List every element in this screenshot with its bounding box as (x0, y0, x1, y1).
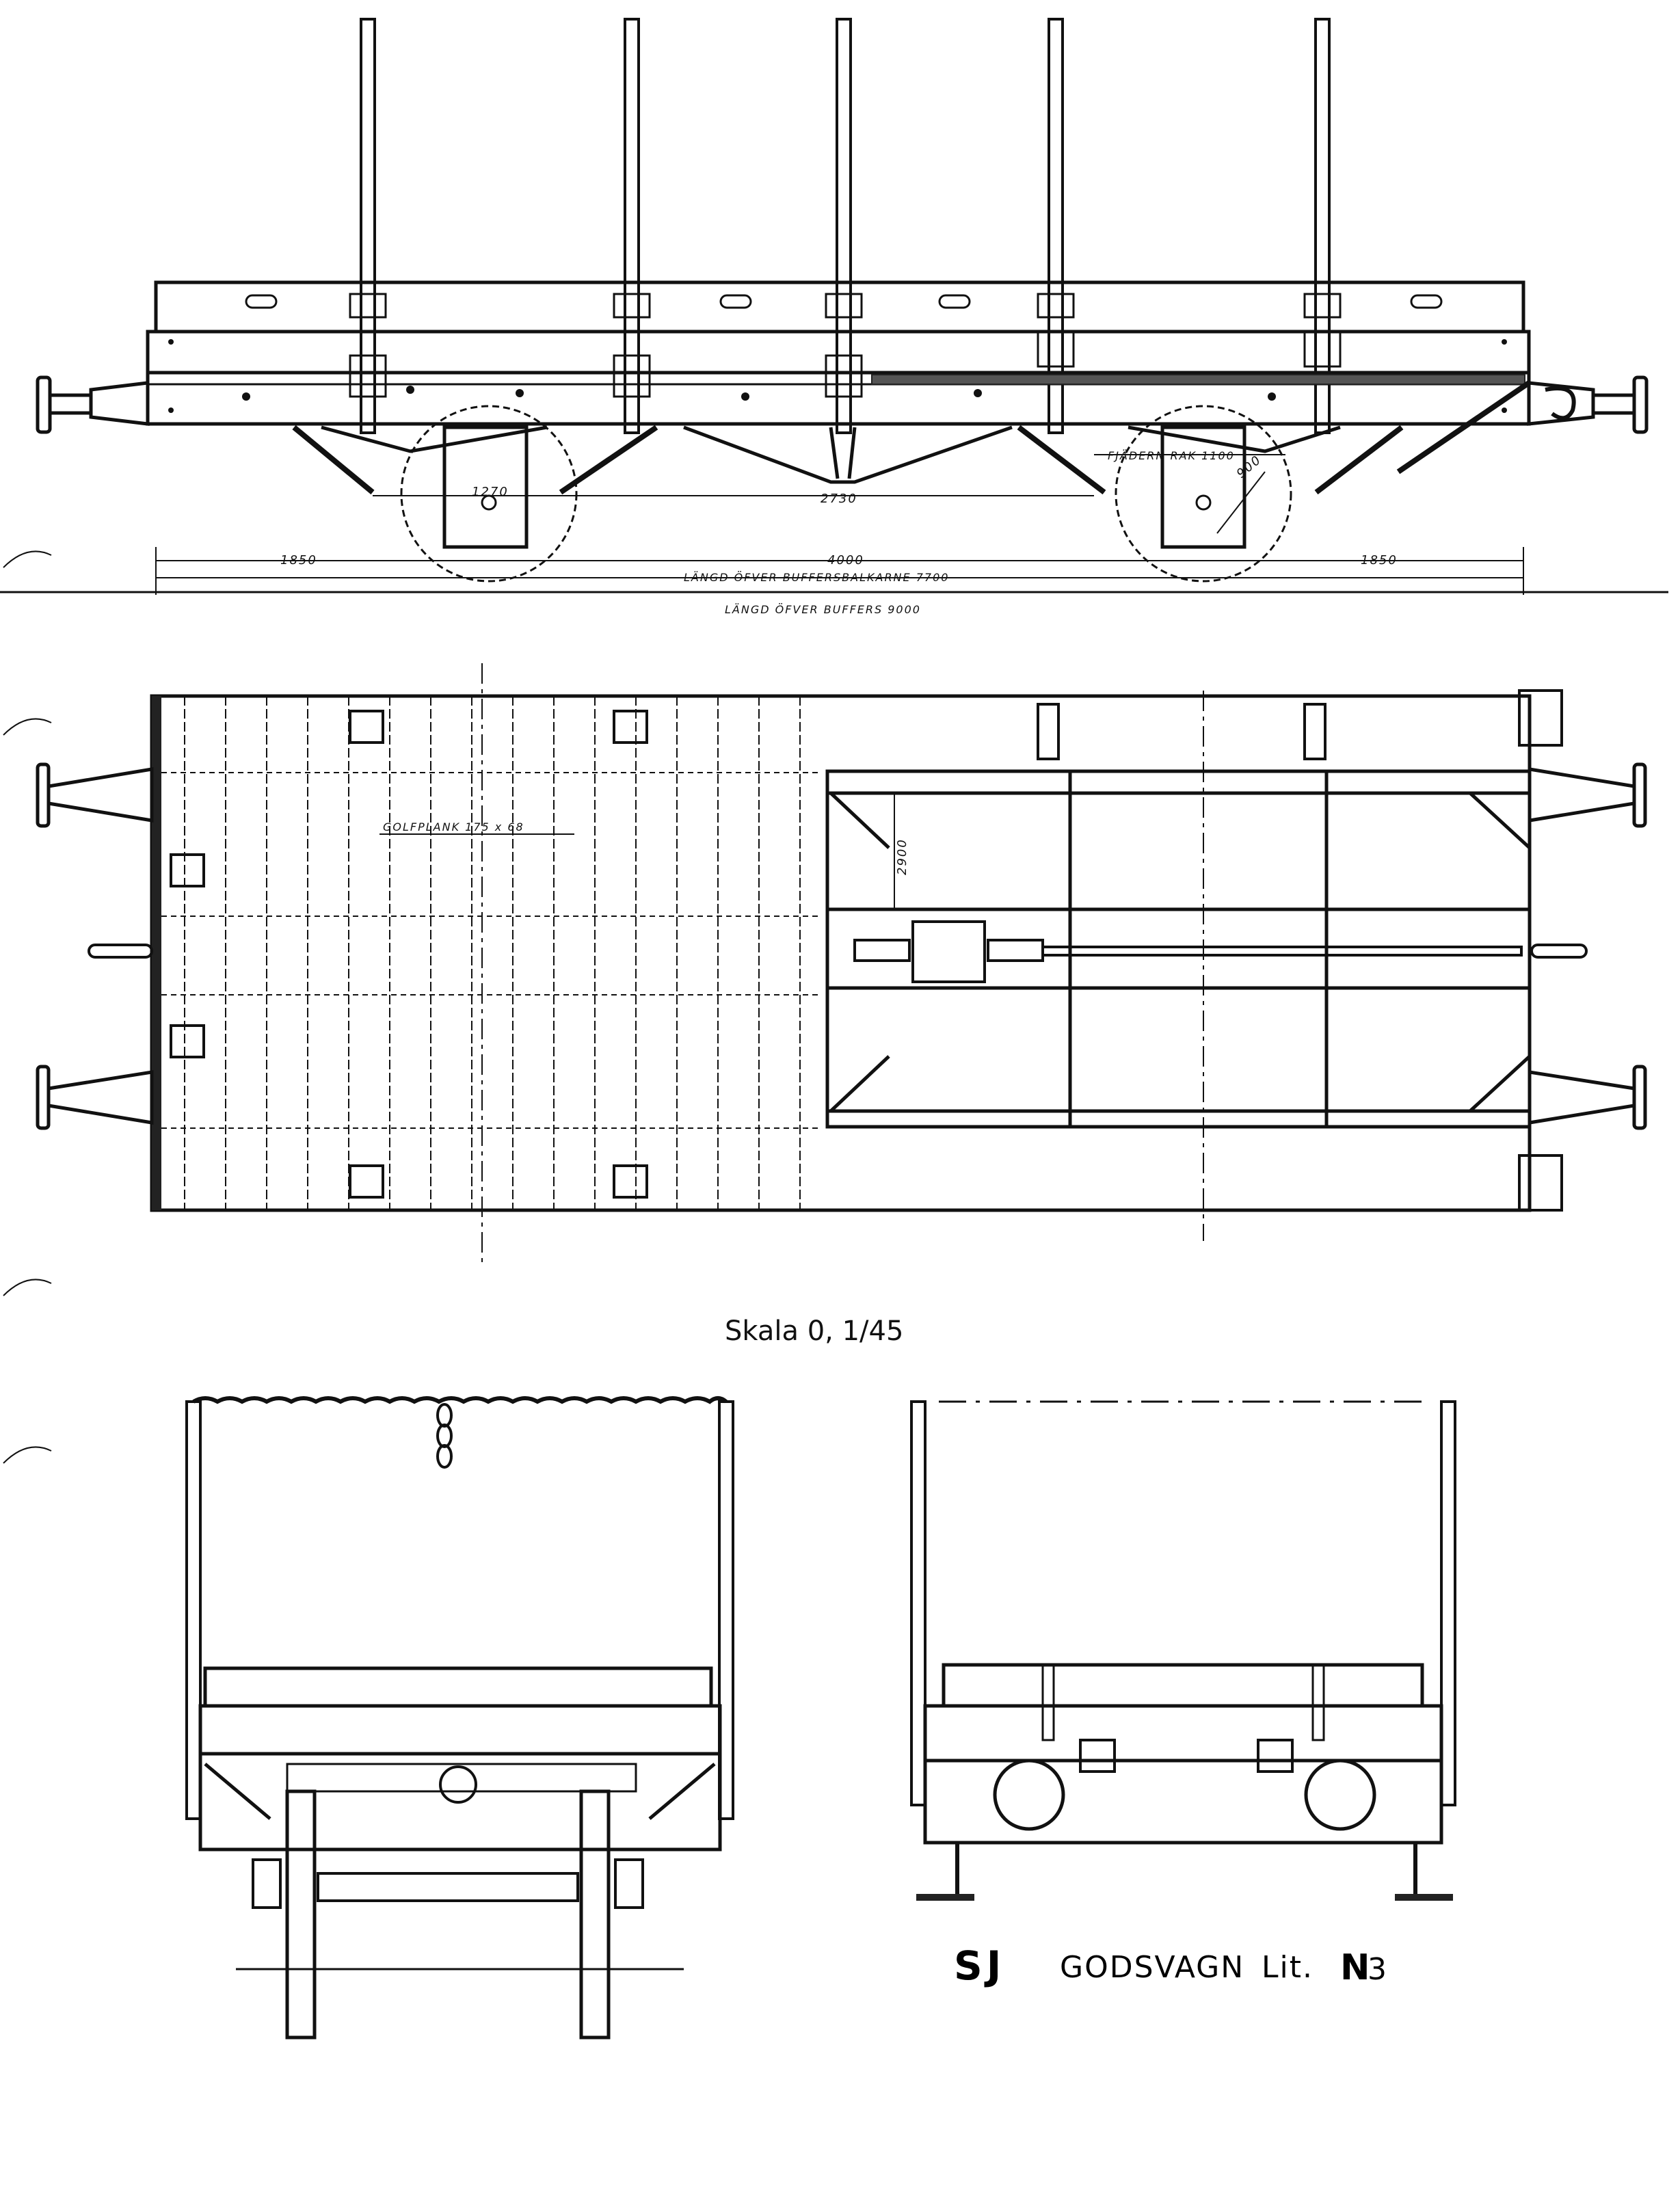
title-lit: Lit. (1262, 1950, 1314, 1985)
dim-900: 900 (1234, 453, 1264, 481)
side-elevation: 1270 2730 1850 4000 1850 900 FJÄDERN RAK… (0, 18, 1668, 616)
sole-bar (146, 330, 1531, 426)
dim-4000: 4000 (827, 553, 864, 567)
stakes (360, 18, 1331, 434)
spring-note: FJÄDERN RAK 1100 (1108, 449, 1235, 462)
end-view-section (185, 1396, 734, 2040)
length-over-beams: LÄNGD ÖFVER BUFFERSBALKARNE 7700 (684, 571, 949, 584)
wheel-right (1115, 405, 1292, 583)
dim-1270: 1270 (472, 485, 509, 499)
dim-1850-left: 1850 (280, 553, 317, 567)
dim-1850-right: 1850 (1361, 553, 1398, 567)
binder-marks (3, 550, 52, 1464)
dim-2900: 2900 (895, 838, 909, 875)
plank-note: GOLFPLANK 175 x 68 (383, 820, 524, 833)
title-block: SJ GODSVAGN Lit. N 3 (954, 1942, 1387, 1989)
title-sj: SJ (954, 1942, 1005, 1989)
plan-view: GOLFPLANK 175 x 68 2900 (36, 663, 1647, 1265)
title-godsvagn: GODSVAGN (1060, 1950, 1244, 1985)
wheel-left (400, 405, 578, 583)
scale-label: Skala 0, 1/45 (725, 1315, 903, 1347)
end-view-exterior (910, 1400, 1456, 1901)
chain (192, 1396, 728, 1404)
dim-2730: 2730 (821, 492, 857, 506)
length-over-buffers: LÄNGD ÖFVER BUFFERS 9000 (725, 603, 921, 616)
title-3: 3 (1368, 1952, 1387, 1987)
title-n: N (1340, 1947, 1370, 1988)
buffers-side (36, 375, 1649, 434)
